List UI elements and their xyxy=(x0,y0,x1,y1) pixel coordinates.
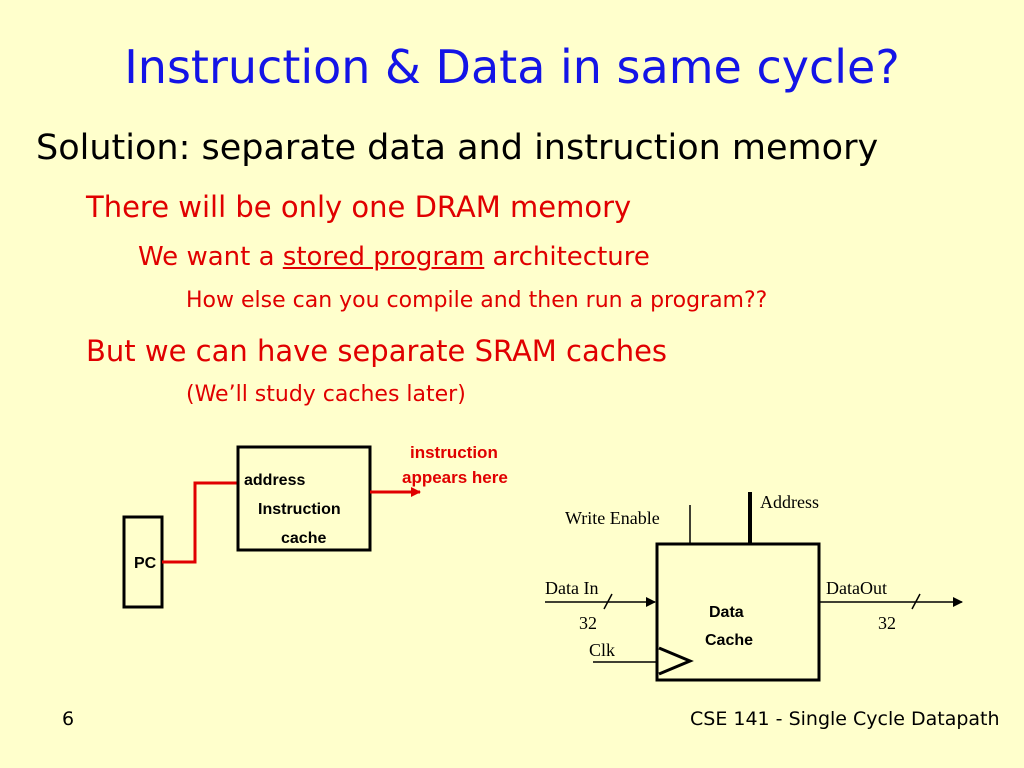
icache-address-label: address xyxy=(244,472,305,489)
bullet-dram: There will be only one DRAM memory xyxy=(86,190,632,224)
dcache-label-line1: Data xyxy=(709,604,744,621)
data-out-width: 32 xyxy=(878,613,896,633)
write-enable-label: Write Enable xyxy=(565,508,660,528)
dcache-label-line2: Cache xyxy=(705,632,753,649)
slide-title: Instruction & Data in same cycle? xyxy=(124,40,900,94)
bullet-stored-program-post: architecture xyxy=(484,242,650,272)
clk-label: Clk xyxy=(589,640,615,660)
bullet-stored-program-pre: We want a xyxy=(138,242,283,272)
footer-course: CSE 141 - Single Cycle Datapath xyxy=(690,708,1000,730)
data-out-label: DataOut xyxy=(826,578,887,598)
output-note-line2: appears here xyxy=(402,468,508,487)
stored-program-underlined: stored program xyxy=(282,242,485,272)
page-number: 6 xyxy=(62,708,75,730)
bullet-compile-question: How else can you compile and then run a … xyxy=(186,288,768,313)
output-note-line1: instruction xyxy=(410,443,498,462)
data-in-width-slash xyxy=(603,593,613,610)
bullet-stored-program: We want a stored program architecture xyxy=(138,242,650,272)
data-out-width-slash xyxy=(911,593,921,610)
instruction-cache-box xyxy=(236,445,372,552)
pc-label: PC xyxy=(134,555,157,572)
clock-triangle-icon xyxy=(658,646,694,676)
bullet-sram: But we can have separate SRAM caches xyxy=(86,334,668,368)
data-in-width: 32 xyxy=(579,613,597,633)
icache-label-line2: cache xyxy=(281,530,326,547)
address-label: Address xyxy=(760,492,819,512)
icache-label-line1: Instruction xyxy=(258,501,341,518)
bullet-caches-later: (We’ll study caches later) xyxy=(186,382,466,407)
pc-to-icache-wire xyxy=(162,481,238,564)
bullet-solution: Solution: separate data and instruction … xyxy=(36,128,879,168)
data-in-label: Data In xyxy=(545,578,598,598)
